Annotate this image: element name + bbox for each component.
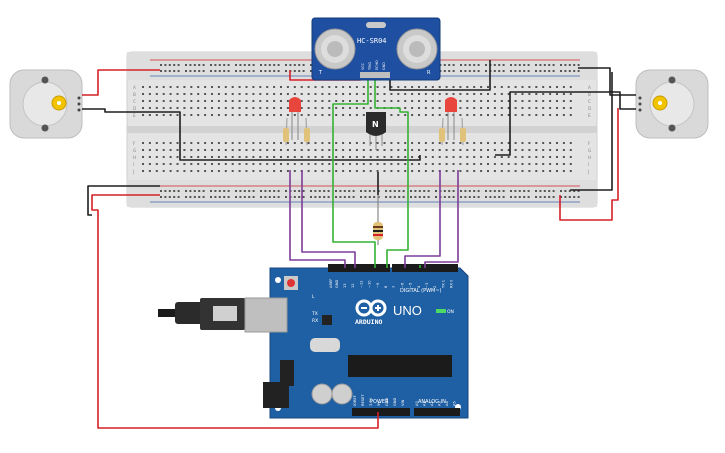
power-header: [352, 408, 410, 416]
breadboard-row-label: E: [133, 113, 136, 118]
breadboard-row-label: D: [588, 106, 591, 111]
sensor-model: HC-SR04: [357, 37, 387, 45]
pin-label: ~9: [376, 282, 380, 288]
breadboard-row-label: J: [587, 169, 589, 174]
breadboard-row-label: D: [133, 106, 136, 111]
pin-label: 7: [392, 286, 396, 288]
rx-label: RX: [312, 318, 318, 324]
pin-label: ~11: [359, 280, 363, 288]
breadboard-row-label: E: [588, 113, 591, 118]
pin-label: A2: [430, 401, 434, 406]
pin-label: ~10: [368, 280, 372, 288]
wires: [82, 60, 636, 429]
breadboard-row-label: B: [133, 92, 136, 97]
breadboard-row-label: G: [133, 148, 136, 153]
breadboard-row-label: A: [588, 85, 591, 90]
pin-label: RESET: [361, 394, 365, 406]
board-model: UNO: [393, 303, 422, 318]
gnd-label: GND: [335, 280, 339, 288]
power-pin-labels: IOREF RESET 3.3V 5V GND GND VIN: [353, 394, 405, 406]
pin-label: A1: [423, 401, 427, 406]
pin-label: RX 0: [450, 279, 454, 288]
breadboard-row-label: H: [588, 155, 591, 160]
breadboard-row-label: F: [588, 141, 591, 146]
breadboard-row-label: A: [133, 85, 136, 90]
microcontroller-chip: [348, 355, 452, 377]
pin-label: 13: [343, 283, 347, 288]
transducer-right-icon: [396, 28, 438, 70]
transducer-left-icon: [314, 28, 356, 70]
dc-motor-right: [635, 69, 709, 139]
pin-label: 8: [384, 285, 388, 288]
on-label: ON: [447, 309, 454, 315]
pin-label: ~5: [409, 283, 413, 288]
power-jack: [263, 382, 289, 408]
breadboard-row-label: H: [133, 155, 136, 160]
pin-label: A3: [438, 401, 442, 406]
ultrasonic-sensor: HC-SR04 T R VCC TRIG ECHO GND: [311, 17, 441, 81]
usb-cable: [158, 297, 288, 333]
breadboard-row-label: J: [132, 169, 134, 174]
pin-label: ~3: [425, 283, 429, 288]
pin-label: 4: [417, 285, 421, 288]
npn-transistor: N: [366, 112, 386, 150]
transistor-mark: N: [372, 120, 379, 129]
led-right: [439, 97, 466, 146]
pin-label: 3.3V: [369, 397, 373, 406]
pin-label: VIN: [401, 399, 405, 406]
pin-label: A5: [453, 401, 457, 406]
pin-label: TX 1: [441, 280, 445, 289]
pin-gnd-label: GND: [382, 62, 386, 70]
pin-label: GND: [393, 398, 397, 406]
on-led: [436, 309, 446, 313]
digital-pin-labels: 13 12 ~11 ~10 ~9 8 7 ~6 ~5 4 ~3 2 TX 1 RX 0: [343, 279, 454, 289]
pin-vcc-label: VCC: [361, 62, 365, 70]
sensor-mark-r: R: [427, 70, 431, 76]
sensor-mark-t: T: [318, 70, 323, 76]
pin-trig-label: TRIG: [368, 62, 372, 71]
breadboard-row-label: B: [588, 92, 591, 97]
pin-label: 5V: [377, 401, 381, 406]
pin-label: ~6: [400, 282, 404, 288]
pin-label: 2: [433, 286, 437, 288]
pin-label: A0: [415, 401, 419, 406]
resistor: [373, 195, 383, 245]
reset-button[interactable]: [287, 279, 295, 287]
arduino-logo-icon: [355, 299, 387, 317]
pin-echo-label: ECHO: [375, 60, 379, 70]
digital-header-left: [328, 264, 390, 272]
breadboard-row-label: I: [588, 162, 589, 167]
breadboard-row-label: C: [133, 99, 136, 104]
led-left: [283, 97, 310, 146]
pin-label: 12: [351, 283, 355, 288]
analog-label: ANALOG IN: [418, 399, 446, 405]
arduino-uno-board: ARDUINO UNO ON TX RX L DIGITAL (PWM~) PO…: [158, 264, 469, 419]
l-label: L: [312, 294, 315, 300]
breadboard-row-label: C: [588, 99, 591, 104]
aref-label: AREF: [329, 279, 333, 288]
breadboard-row-label: I: [133, 162, 134, 167]
power-label: POWER: [370, 399, 389, 405]
breadboard-holes: [142, 64, 580, 198]
pin-label: IOREF: [353, 395, 357, 406]
dc-motor-left: [9, 69, 83, 139]
pin-label: A4: [445, 401, 449, 406]
digital-label: DIGITAL (PWM~): [400, 288, 442, 294]
breadboard-row-label: G: [588, 148, 591, 153]
tx-label: TX: [311, 311, 318, 317]
breadboard-row-label: F: [133, 141, 136, 146]
analog-header: [414, 408, 460, 416]
pin-label: GND: [385, 398, 389, 406]
arduino-logo-text: ARDUINO: [355, 318, 382, 326]
